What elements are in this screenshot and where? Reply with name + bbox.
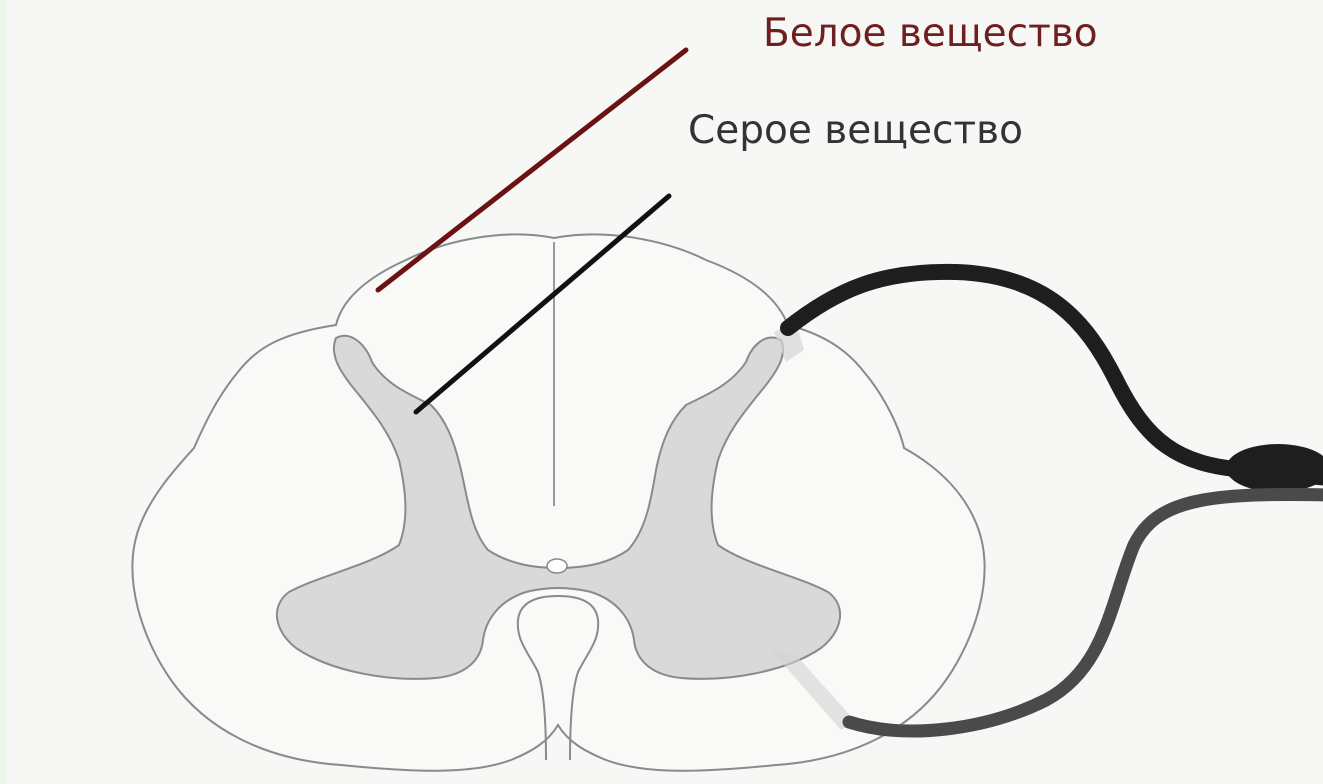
central-canal [547, 559, 567, 573]
white-matter-label: Белое вещество [763, 14, 1098, 53]
gray-matter-label: Серое вещество [688, 111, 1023, 150]
spinal-cord-diagram [6, 0, 1323, 784]
white-matter-outline [132, 234, 984, 770]
spinal-ganglion [1226, 444, 1323, 492]
